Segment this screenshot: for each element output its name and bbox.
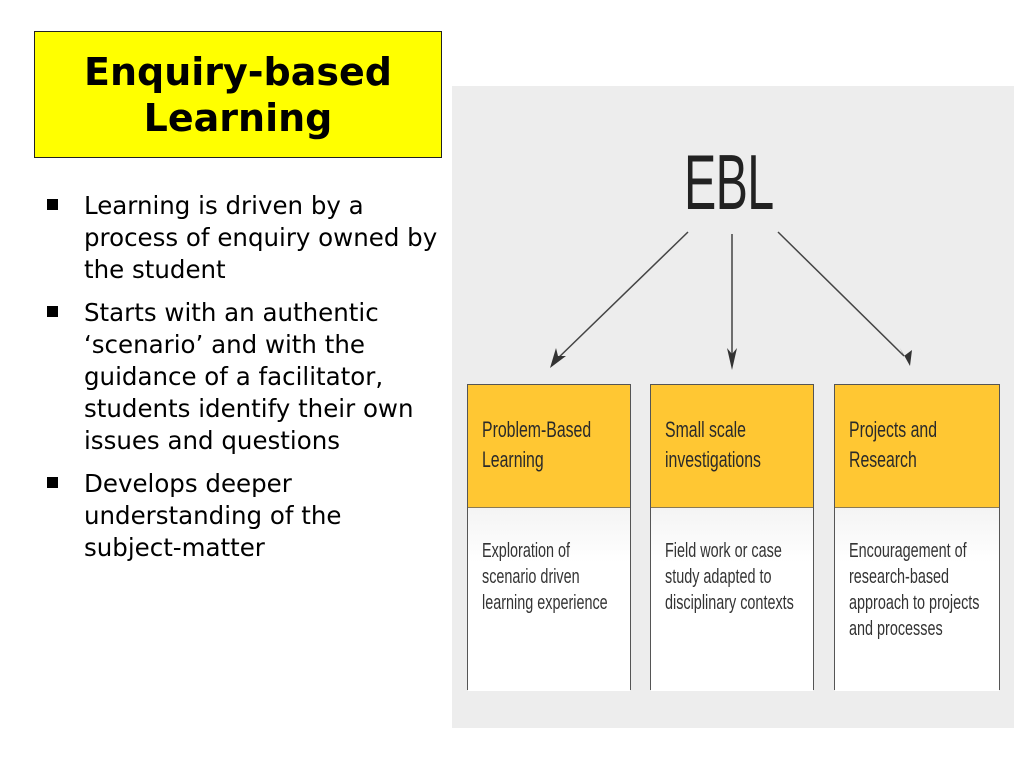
branch-description: Encouragement of research-based approach… (835, 508, 999, 691)
arrow-to-projects-and-research (777, 231, 905, 357)
branch-description: Field work or case study adapted to disc… (651, 508, 813, 691)
slide-title: Enquiry-based Learning (83, 49, 392, 140)
bullet-item: Starts with an authentic ‘scenario’ and … (44, 297, 440, 457)
bullet-list: Learning is driven by a process of enqui… (44, 190, 440, 575)
bullet-item: Learning is driven by a process of enqui… (44, 190, 440, 286)
arrowhead-right-icon (900, 348, 912, 366)
square-bullet-icon (47, 199, 58, 210)
branch-card: Problem-Based Learning Exploration of sc… (467, 384, 631, 691)
bullet-text: Starts with an authentic ‘scenario’ and … (84, 298, 414, 455)
bullet-text: Learning is driven by a process of enqui… (84, 191, 438, 284)
branch-card: Small scale investigations Field work or… (650, 384, 814, 691)
arrowhead-left-icon (550, 348, 566, 368)
title-box: Enquiry-based Learning (34, 31, 442, 158)
branch-heading: Projects and Research (835, 385, 999, 508)
diagram-arrows (550, 231, 912, 370)
square-bullet-icon (47, 477, 58, 488)
square-bullet-icon (47, 306, 58, 317)
arrow-to-problem-based-learning (553, 231, 689, 363)
ebl-diagram: EBL Problem-Based Learning Exploration o… (452, 86, 1014, 728)
branch-card: Projects and Research Encouragement of r… (834, 384, 1000, 691)
bullet-item: Develops deeper understanding of the sub… (44, 468, 440, 564)
arrowhead-middle-icon (727, 348, 737, 370)
branch-description: Exploration of scenario driven learning … (468, 508, 630, 691)
branch-heading: Problem-Based Learning (468, 385, 630, 508)
ebl-root-label: EBL (684, 138, 774, 226)
branch-heading: Small scale investigations (651, 385, 813, 508)
bullet-text: Develops deeper understanding of the sub… (84, 469, 342, 562)
